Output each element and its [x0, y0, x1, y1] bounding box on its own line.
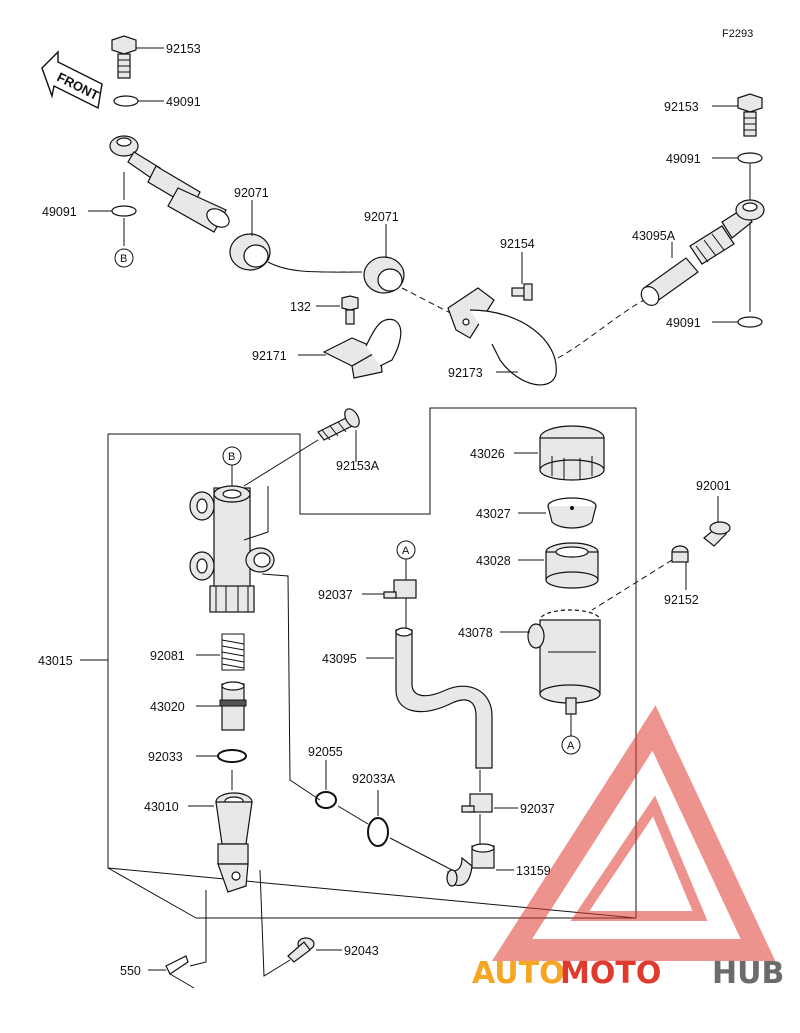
label-92055: 92055: [308, 745, 343, 759]
label-43095: 43095: [322, 652, 357, 666]
label-92152: 92152: [664, 593, 699, 607]
label-132: 132: [290, 300, 311, 314]
washer-49091-left-bot: [111, 205, 137, 217]
label-43015: 43015: [38, 654, 73, 668]
label-92071-left: 92071: [234, 186, 269, 200]
grommet-92071-left: [229, 233, 271, 271]
label-92081: 92081: [150, 649, 185, 663]
bolt-92153a: [317, 408, 360, 441]
ref-b-body: B: [228, 451, 235, 463]
banjo-bolt-right: [737, 93, 763, 137]
banjo-bolt-left: [111, 35, 137, 79]
label-49091-left-bot: 49091: [42, 205, 77, 219]
label-92001: 92001: [696, 479, 731, 493]
label-92033: 92033: [148, 750, 183, 764]
bracket-92171: [322, 318, 402, 379]
washer-49091-left-top: [113, 95, 139, 107]
grommet-92071-mid: [363, 256, 405, 294]
reservoir-43078: [527, 609, 601, 715]
diaphragm-plate-43027: [547, 497, 597, 529]
clamp-92173: [447, 287, 557, 386]
label-43028: 43028: [476, 554, 511, 568]
label-49091-right-bot: 49091: [666, 316, 701, 330]
reservoir-hose-43095: [395, 627, 493, 769]
master-cylinder-body: [189, 485, 275, 613]
circlip-92033a: [367, 817, 389, 847]
label-92171: 92171: [252, 349, 287, 363]
assembly-outline: [107, 407, 637, 919]
washer-49091-right-bot: [737, 316, 763, 328]
spring-92081: [221, 633, 245, 671]
label-550: 550: [120, 964, 141, 978]
label-92173: 92173: [448, 366, 483, 380]
label-43026: 43026: [470, 447, 505, 461]
o-ring-92055: [315, 791, 337, 809]
ref-circle-a-res: [561, 735, 581, 755]
watermark-moto: MOTO: [560, 956, 661, 991]
label-92154: 92154: [500, 237, 535, 251]
circlip-92033: [217, 749, 247, 763]
cotter-pin-550: [165, 955, 195, 989]
label-49091-right-top: 49091: [666, 152, 701, 166]
hose-clamp-92037-top: [383, 579, 417, 599]
hose-fitting-right: [640, 199, 765, 306]
screw-92154: [511, 283, 533, 301]
hose-fitting-left: [109, 135, 230, 233]
watermark-hub: HUB: [712, 956, 784, 991]
hose-clamp-92037-bottom: [461, 793, 493, 813]
washer-49091-right-top: [737, 152, 763, 164]
ref-circle-b-top: [114, 248, 134, 268]
watermark-logo: [491, 705, 776, 961]
label-43095a: 43095A: [632, 229, 676, 243]
label-13159: 13159: [516, 864, 551, 878]
label-43020: 43020: [150, 700, 185, 714]
collar-92152: [671, 545, 689, 563]
ref-a-res: A: [567, 740, 575, 752]
ref-a-hose: A: [402, 545, 410, 557]
reservoir-cap-43026: [539, 425, 605, 481]
diagram-code: F2293: [722, 28, 753, 40]
front-arrow-icon: FRONT: [41, 50, 103, 110]
label-92037-top: 92037: [318, 588, 353, 602]
bolt-92001: [703, 521, 731, 547]
push-rod-43010: [215, 792, 253, 893]
piston-43020: [219, 681, 247, 731]
label-92033a: 92033A: [352, 772, 396, 786]
pin-92043: [287, 937, 315, 963]
label-43078: 43078: [458, 626, 493, 640]
bolt-132: [341, 295, 359, 325]
label-43027: 43027: [476, 507, 511, 521]
union-fitting-13159: [446, 843, 495, 887]
label-49091-left-top: 49091: [166, 95, 201, 109]
ref-b-top: B: [120, 253, 127, 265]
label-92037-bottom: 92037: [520, 802, 555, 816]
label-43010: 43010: [144, 800, 179, 814]
label-92153-right: 92153: [664, 100, 699, 114]
label-92043: 92043: [344, 944, 379, 958]
watermark-auto: AUTO: [472, 956, 565, 991]
label-92071-mid: 92071: [364, 210, 399, 224]
watermark-text: AUTO MOTO HUB: [472, 956, 784, 991]
label-92153-left: 92153: [166, 42, 201, 56]
diaphragm-43028: [545, 542, 599, 589]
label-92153a: 92153A: [336, 459, 380, 473]
